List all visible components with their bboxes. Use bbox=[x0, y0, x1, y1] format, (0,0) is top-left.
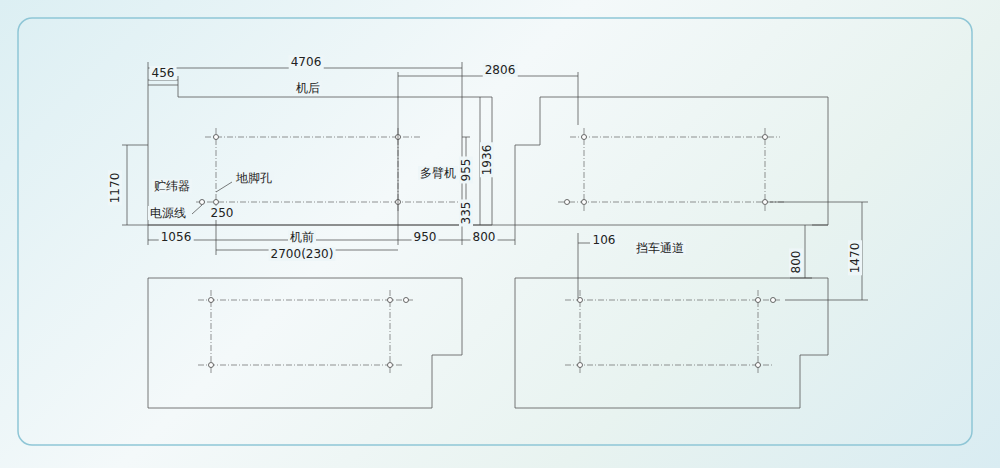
dimension-label: 955 bbox=[459, 157, 473, 184]
foot-holes bbox=[200, 135, 776, 368]
dimension-label: 2806 bbox=[483, 63, 518, 77]
dimension-label: 1936 bbox=[480, 143, 494, 178]
dimension-label: 贮纬器 bbox=[152, 179, 192, 193]
dimension-label: 机后 bbox=[294, 81, 322, 95]
dimension-label: 456 bbox=[150, 66, 177, 80]
machine-outlines bbox=[148, 85, 828, 408]
center-lines bbox=[196, 128, 785, 375]
dimension-label: 4706 bbox=[289, 55, 324, 69]
dimension-lines bbox=[122, 62, 868, 300]
dimension-label: 1170 bbox=[108, 171, 122, 206]
dimension-label: 多臂机 bbox=[418, 166, 458, 180]
dimension-label: 1056 bbox=[159, 230, 194, 244]
dimension-label: 1470 bbox=[848, 241, 862, 276]
dimension-label: 2700(230) bbox=[269, 247, 336, 261]
dimension-label: 950 bbox=[412, 230, 439, 244]
frame bbox=[18, 18, 972, 445]
dimension-label: 地脚孔 bbox=[234, 171, 274, 185]
dimension-label: 106 bbox=[591, 233, 618, 247]
dimension-label: 335 bbox=[459, 200, 473, 227]
dimension-label: 挡车通道 bbox=[634, 241, 686, 255]
dimension-label: 250 bbox=[209, 206, 236, 220]
dimension-label: 机前 bbox=[288, 230, 316, 244]
dimension-label: 电源线 bbox=[148, 206, 188, 220]
dimension-label: 800 bbox=[471, 230, 498, 244]
dimension-label: 800 bbox=[789, 249, 803, 276]
